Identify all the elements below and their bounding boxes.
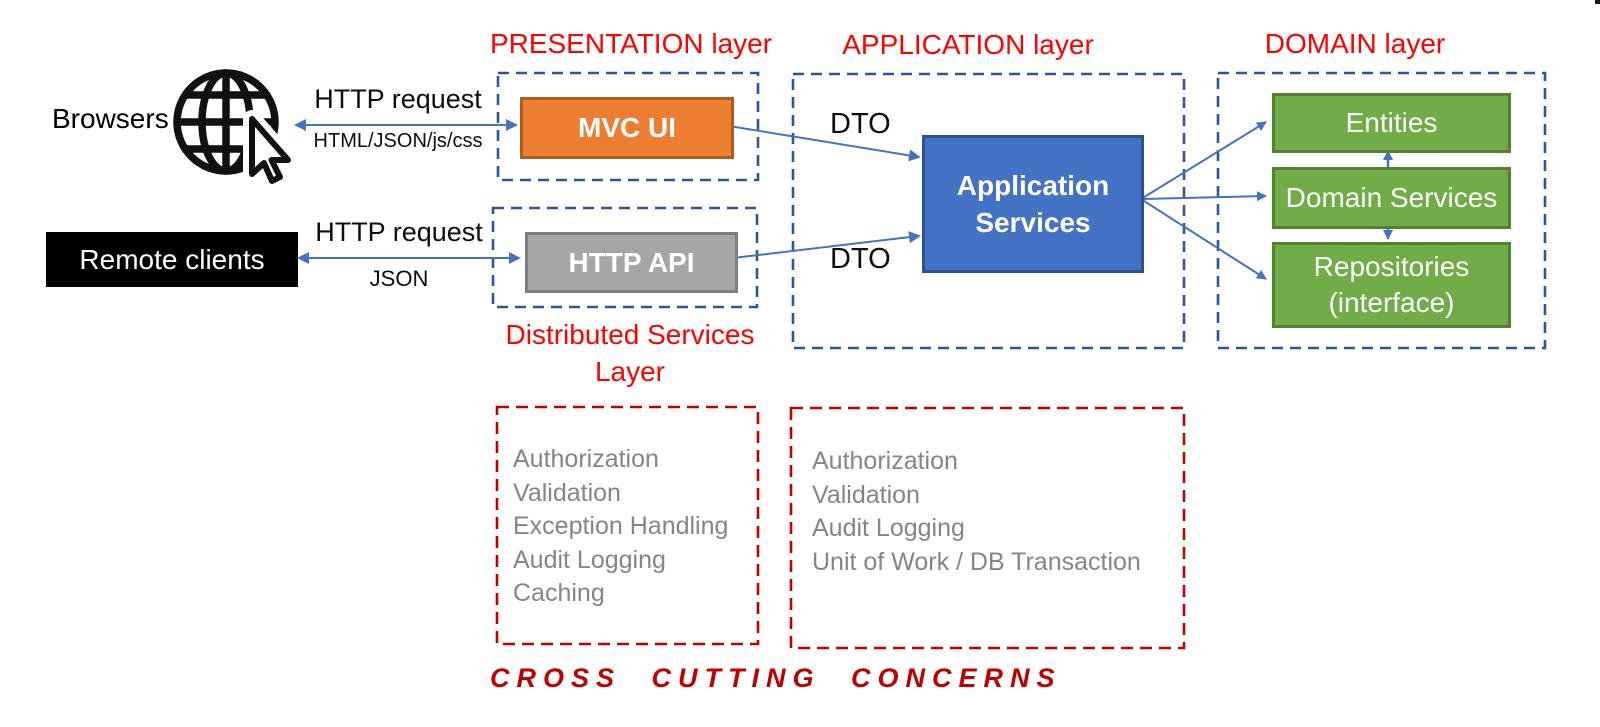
distributed-services-layer-title: Distributed Services Layer: [480, 316, 780, 390]
browsers-label: Browsers: [52, 103, 169, 134]
list-item: Unit of Work / DB Transaction: [812, 547, 1141, 576]
domain-services-label: Domain Services: [1285, 182, 1498, 213]
globe-with-cursor-icon: [173, 69, 297, 190]
presentation-layer-title: PRESENTATION layer: [489, 28, 773, 59]
cross-cutting-right-list: Authorization Validation Audit Logging U…: [812, 445, 1141, 579]
repositories-line2: (interface): [1328, 287, 1455, 318]
arrow-app-to-repositories: [1140, 198, 1267, 280]
arrow-app-to-entities: [1140, 121, 1267, 200]
corner-artifact: [1595, 0, 1600, 4]
list-item: Audit Logging: [513, 545, 666, 574]
application-services-box: Application Services: [922, 135, 1144, 273]
remote-clients-label: Remote clients: [79, 243, 265, 275]
application-layer-title: APPLICATION layer: [842, 29, 1094, 60]
mvc-ui-box: MVC UI: [520, 97, 734, 159]
application-services-line2: Services: [975, 207, 1091, 238]
repositories-box: Repositories (interface): [1272, 242, 1511, 328]
list-item: Authorization: [812, 447, 958, 475]
arrow-api-to-app-services: [732, 231, 921, 259]
remote-payload-label: JSON: [369, 266, 429, 291]
list-item: Exception Handling: [513, 512, 729, 540]
dto-bottom-label: DTO: [830, 243, 891, 275]
application-services-label: Application Services: [957, 167, 1109, 241]
arrow-app-to-domain-services: [1140, 191, 1267, 202]
list-item: Caching: [513, 579, 605, 607]
repositories-label: Repositories (interface): [1314, 249, 1470, 321]
list-item: Audit Logging: [812, 514, 965, 542]
dto-top-label: DTO: [830, 108, 891, 140]
cross-cutting-left-list: Authorization Validation Exception Handl…: [513, 443, 728, 611]
http-api-label: HTTP API: [568, 246, 695, 278]
remote-clients-box: Remote clients: [46, 232, 298, 287]
domain-layer-title: DOMAIN layer: [1264, 28, 1446, 59]
distributed-services-title-line2: Layer: [594, 356, 666, 387]
browser-http-request-label: HTTP request: [314, 84, 482, 114]
list-item: Authorization: [513, 445, 659, 473]
mouse-cursor-glyph: [249, 116, 291, 184]
application-services-line1: Application: [956, 170, 1110, 201]
browser-payload-label: HTML/JSON/js/css: [313, 130, 483, 152]
cross-cutting-concerns-title: CROSS CUTTING CONCERNS: [490, 663, 1062, 693]
http-api-box: HTTP API: [525, 232, 738, 293]
mvc-ui-label: MVC UI: [578, 112, 676, 143]
distributed-services-title-line1: Distributed Services: [505, 319, 755, 350]
list-item: Validation: [812, 480, 920, 509]
entities-box: Entities: [1272, 93, 1511, 153]
list-item: Validation: [513, 478, 621, 507]
entities-label: Entities: [1345, 107, 1438, 138]
domain-services-box: Domain Services: [1272, 167, 1511, 229]
repositories-line1: Repositories: [1313, 251, 1470, 282]
remote-http-request-label: HTTP request: [315, 217, 483, 247]
